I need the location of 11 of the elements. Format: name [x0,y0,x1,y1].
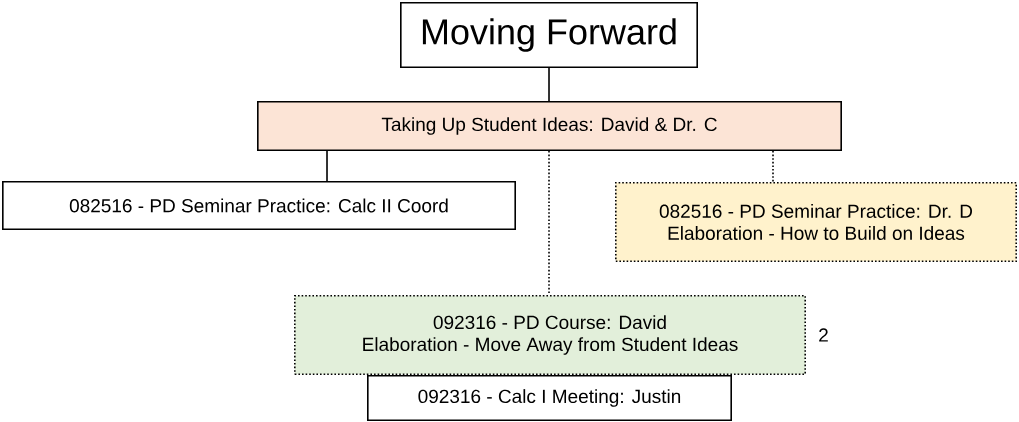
side-number: 2 [819,328,828,342]
title-box: Moving Forward [400,2,698,68]
connector-line [548,150,550,296]
event-box: 092316 - PD Course: David Elaboration - Move Away from Student Ideas [294,295,806,375]
connector-line [548,67,550,102]
connector-line [772,150,774,183]
topic-box: Taking Up Student Ideas: David & Dr. C [257,101,842,151]
event-box: 082516 - PD Seminar Practice: Dr. D Elaboration - How to Build on Ideas [615,182,1017,262]
event-box: 092316 - Calc I Meeting: Justin [367,375,732,421]
event-box: 082516 - PD Seminar Practice: Calc II Coord [2,181,516,230]
connector-line [326,150,328,182]
